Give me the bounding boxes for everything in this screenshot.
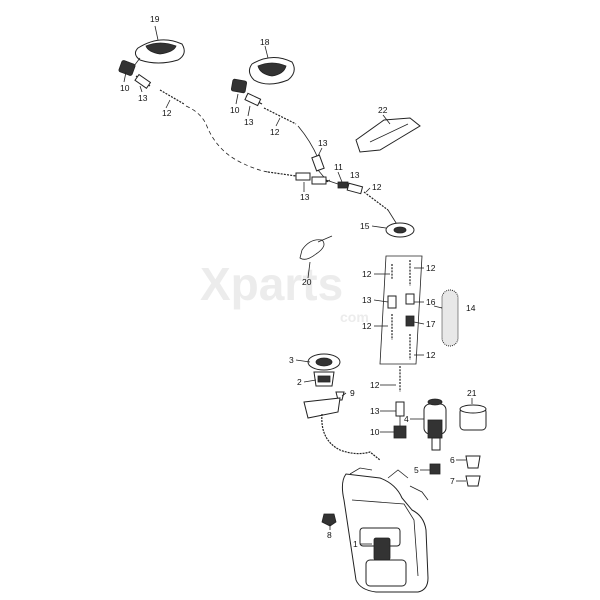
callout-8: 8 — [327, 530, 332, 540]
hose-connector — [346, 182, 364, 195]
callout-12: 12 — [372, 182, 382, 192]
washer-nozzle-left — [127, 39, 185, 67]
callout-16: 16 — [426, 297, 436, 307]
connector-left — [118, 60, 136, 76]
hose-connector — [244, 92, 262, 107]
callout-5: 5 — [414, 465, 419, 475]
callout-7: 7 — [450, 476, 455, 486]
callout-3: 3 — [289, 355, 294, 365]
leader-lines — [123, 25, 473, 545]
pump-grommet-top — [459, 404, 487, 414]
reservoir-pump-mount — [373, 537, 391, 561]
callout-9: 9 — [350, 388, 355, 398]
callout-13: 13 — [350, 170, 360, 180]
callout-4: 4 — [404, 414, 409, 424]
callout-21: 21 — [467, 388, 477, 398]
callout-14: 14 — [466, 303, 476, 313]
callout-12: 12 — [370, 380, 380, 390]
filler-cap-center — [315, 357, 333, 367]
reservoir-neck — [349, 467, 373, 475]
bracket-rib — [369, 123, 409, 143]
pump-connector — [393, 425, 407, 439]
callout-13: 13 — [138, 93, 148, 103]
callout-18: 18 — [260, 37, 270, 47]
spring-hose — [159, 89, 185, 105]
callout-13: 13 — [362, 295, 372, 305]
filler-tube — [321, 413, 381, 461]
callout-13: 13 — [318, 138, 328, 148]
cable-tie-tail — [317, 235, 333, 243]
hose-connector — [311, 176, 327, 185]
reservoir-mount — [387, 469, 409, 479]
reservoir-seam — [351, 499, 419, 577]
callout-17: 17 — [426, 319, 436, 329]
hose-bracket — [355, 117, 421, 153]
callout-22: 22 — [378, 105, 388, 115]
hose-connector — [405, 293, 415, 305]
hose-connector — [395, 401, 405, 417]
callout-12: 12 — [362, 321, 372, 331]
pump-seal — [429, 463, 441, 475]
hose-segment — [297, 125, 319, 159]
washer-pump-outlet — [431, 437, 441, 451]
filler-neck-bracket — [303, 397, 341, 419]
callout-10: 10 — [370, 427, 380, 437]
level-sensor-seal — [465, 475, 481, 487]
callout-12: 12 — [162, 108, 172, 118]
callout-13: 13 — [300, 192, 310, 202]
callout-19: 19 — [150, 14, 160, 24]
callout-13: 13 — [370, 406, 380, 416]
connector-right — [230, 78, 248, 94]
callout-2: 2 — [297, 377, 302, 387]
callout-12: 12 — [362, 269, 372, 279]
reservoir-mount — [409, 485, 429, 501]
callout-6: 6 — [450, 455, 455, 465]
hose-connector — [311, 154, 325, 172]
washer-pump-motor — [427, 419, 443, 439]
watermark-domain: com — [340, 309, 369, 325]
callout-12: 12 — [426, 350, 436, 360]
washer-nozzle-right — [248, 57, 295, 85]
hose-sleeve — [441, 289, 459, 347]
hose-dashed-run — [185, 105, 269, 173]
filler-neck-seal — [317, 375, 331, 383]
reservoir-lower-panel — [365, 559, 407, 587]
cable-tie — [299, 239, 325, 260]
callout-13: 13 — [244, 117, 254, 127]
hose-connector — [387, 295, 397, 309]
callout-15: 15 — [360, 221, 370, 231]
hose-set-frame — [379, 255, 423, 365]
callout-10: 10 — [230, 105, 240, 115]
hose-connector — [295, 172, 311, 181]
hex-nut — [321, 513, 337, 527]
t-piece — [337, 181, 349, 189]
spring-hose — [267, 171, 297, 177]
level-sensor-plug — [465, 455, 481, 469]
grommet-hole — [393, 226, 407, 234]
callout-12: 12 — [270, 127, 280, 137]
hose-connector — [134, 73, 152, 89]
callout-20: 20 — [302, 277, 312, 287]
callout-11: 11 — [334, 162, 343, 172]
spring-hose — [263, 107, 297, 125]
callout-1: 1 — [353, 539, 358, 549]
callout-12: 12 — [426, 263, 436, 273]
washer-pump-top — [427, 398, 443, 406]
check-valve — [405, 315, 415, 327]
callout-10: 10 — [120, 83, 130, 93]
spring-hose — [363, 191, 389, 211]
watermark-brand: Xparts — [200, 258, 343, 310]
